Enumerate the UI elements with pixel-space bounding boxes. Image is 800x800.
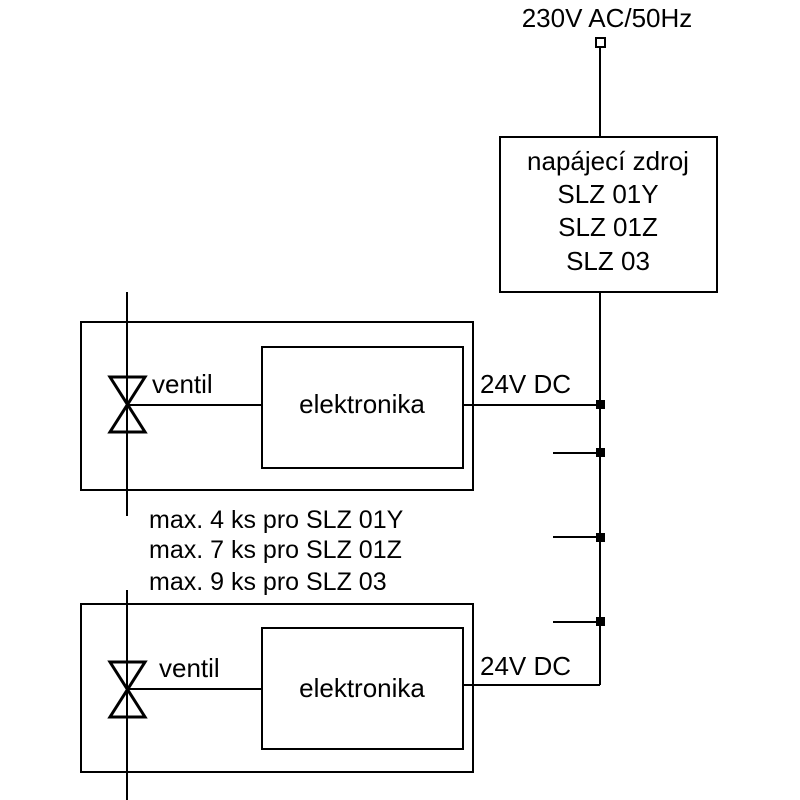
junction-dot — [596, 448, 605, 457]
mains-label: 230V AC/50Hz — [522, 3, 693, 33]
electronics-box — [261, 346, 464, 469]
power-supply-box — [499, 136, 718, 293]
valve-icon — [107, 375, 148, 434]
junction-dot — [596, 617, 605, 626]
capacity-note-1: max. 4 ks pro SLZ 01Y — [149, 506, 404, 534]
valve-icon — [107, 660, 148, 719]
unit-bottom: ventil elektronika 24V DC — [80, 590, 600, 800]
electronics-box — [261, 627, 464, 750]
unit-enclosure — [80, 603, 474, 773]
junction-dot — [596, 533, 605, 542]
voltage-label: 24V DC — [480, 369, 571, 399]
capacity-note-2: max. 7 ks pro SLZ 01Z — [149, 536, 402, 564]
valve-label: ventil — [159, 653, 220, 683]
power-supply-model-3: SLZ 03 — [566, 246, 650, 276]
junction-dot — [596, 400, 605, 409]
power-supply-model-2: SLZ 01Z — [558, 212, 658, 242]
unit-top: ventil elektronika 24V DC — [80, 292, 600, 516]
power-supply-model-1: SLZ 01Y — [557, 179, 658, 209]
mains-terminal — [595, 37, 606, 48]
voltage-label: 24V DC — [480, 651, 571, 681]
power-supply-title: napájecí zdroj — [527, 146, 689, 176]
electronics-label: elektronika — [299, 673, 425, 703]
electronics-label: elektronika — [299, 389, 425, 419]
capacity-note-3: max. 9 ks pro SLZ 03 — [149, 568, 387, 596]
valve-label: ventil — [152, 369, 213, 399]
